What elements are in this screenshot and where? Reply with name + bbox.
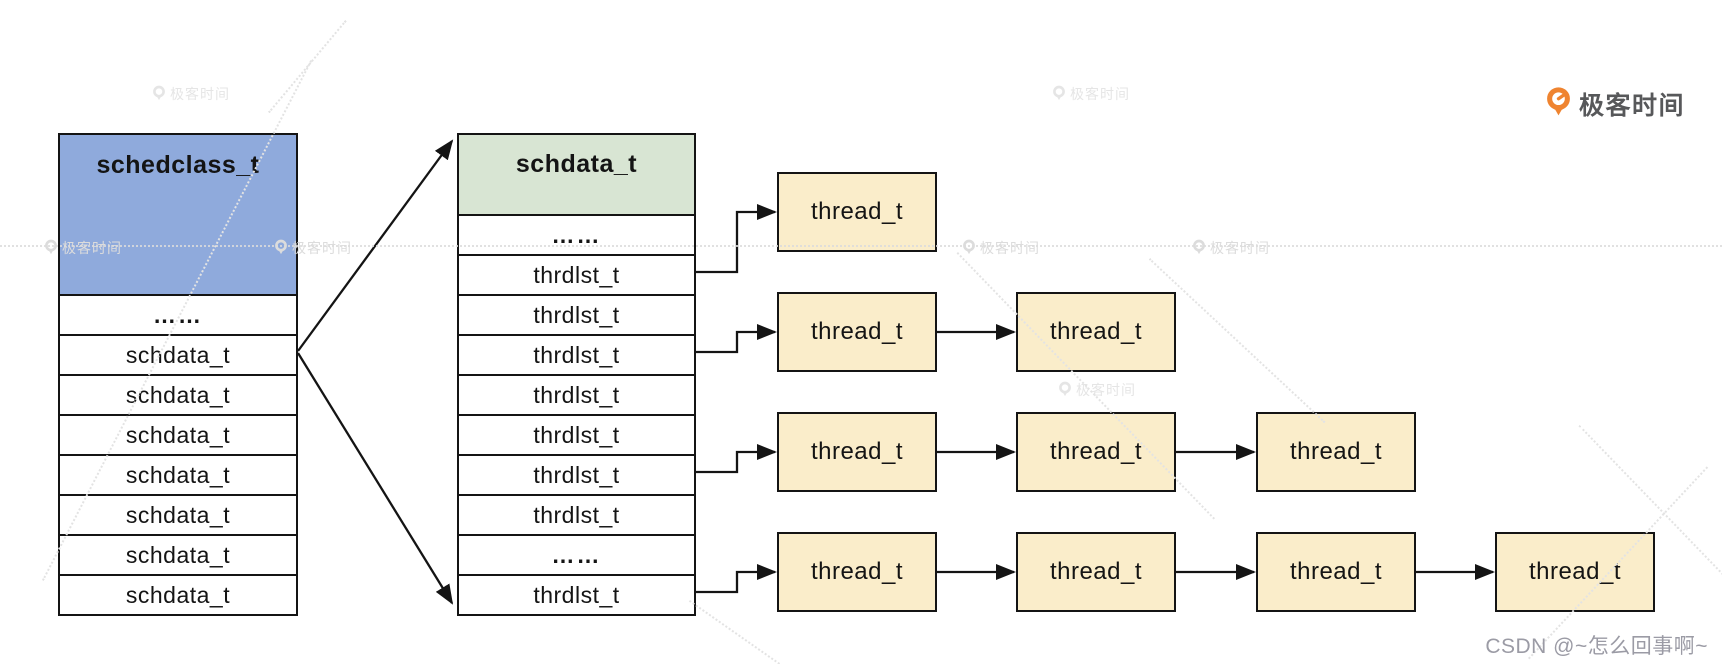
table-row: schdata_t xyxy=(60,534,296,574)
arrow xyxy=(696,564,777,594)
geektime-pin-icon xyxy=(1545,86,1572,122)
table-row: …… xyxy=(60,294,296,334)
table-row: schdata_t xyxy=(60,494,296,534)
arrow xyxy=(696,204,777,274)
thread-box: thread_t xyxy=(1256,412,1416,492)
thread-box: thread_t xyxy=(1016,292,1176,372)
table-row: thrdlst_t xyxy=(459,294,694,334)
table-row: schdata_t xyxy=(60,574,296,614)
table-row: schdata_t xyxy=(60,414,296,454)
thread-box: thread_t xyxy=(1495,532,1655,612)
schedclass-header: schedclass_t xyxy=(60,135,296,294)
table-row: schdata_t xyxy=(60,334,296,374)
table-row: schdata_t xyxy=(60,454,296,494)
arrow xyxy=(696,324,777,354)
thread-box: thread_t xyxy=(777,292,937,372)
thread-box: thread_t xyxy=(1016,532,1176,612)
thread-box: thread_t xyxy=(777,412,937,492)
table-row: thrdlst_t xyxy=(459,454,694,494)
table-row: thrdlst_t xyxy=(459,254,694,294)
table-row: thrdlst_t xyxy=(459,414,694,454)
table-row: …… xyxy=(459,214,694,254)
thread-box: thread_t xyxy=(777,532,937,612)
csdn-credit: CSDN @~怎么回事啊~ xyxy=(1485,635,1708,658)
table-row: thrdlst_t xyxy=(459,374,694,414)
arrow xyxy=(696,444,777,474)
table-row: thrdlst_t xyxy=(459,334,694,374)
geektime-logo: 极客时间 xyxy=(1545,86,1685,122)
thread-box: thread_t xyxy=(1016,412,1176,492)
table-row: thrdlst_t xyxy=(459,494,694,534)
table-row: …… xyxy=(459,534,694,574)
thread-box: thread_t xyxy=(777,172,937,252)
arrow xyxy=(297,139,454,352)
thread-box: thread_t xyxy=(1256,532,1416,612)
table-row: thrdlst_t xyxy=(459,574,694,614)
schdata-header: schdata_t xyxy=(459,135,694,214)
arrow xyxy=(297,352,454,605)
table-row: schdata_t xyxy=(60,374,296,414)
geektime-logo-text: 极客时间 xyxy=(1579,92,1686,120)
